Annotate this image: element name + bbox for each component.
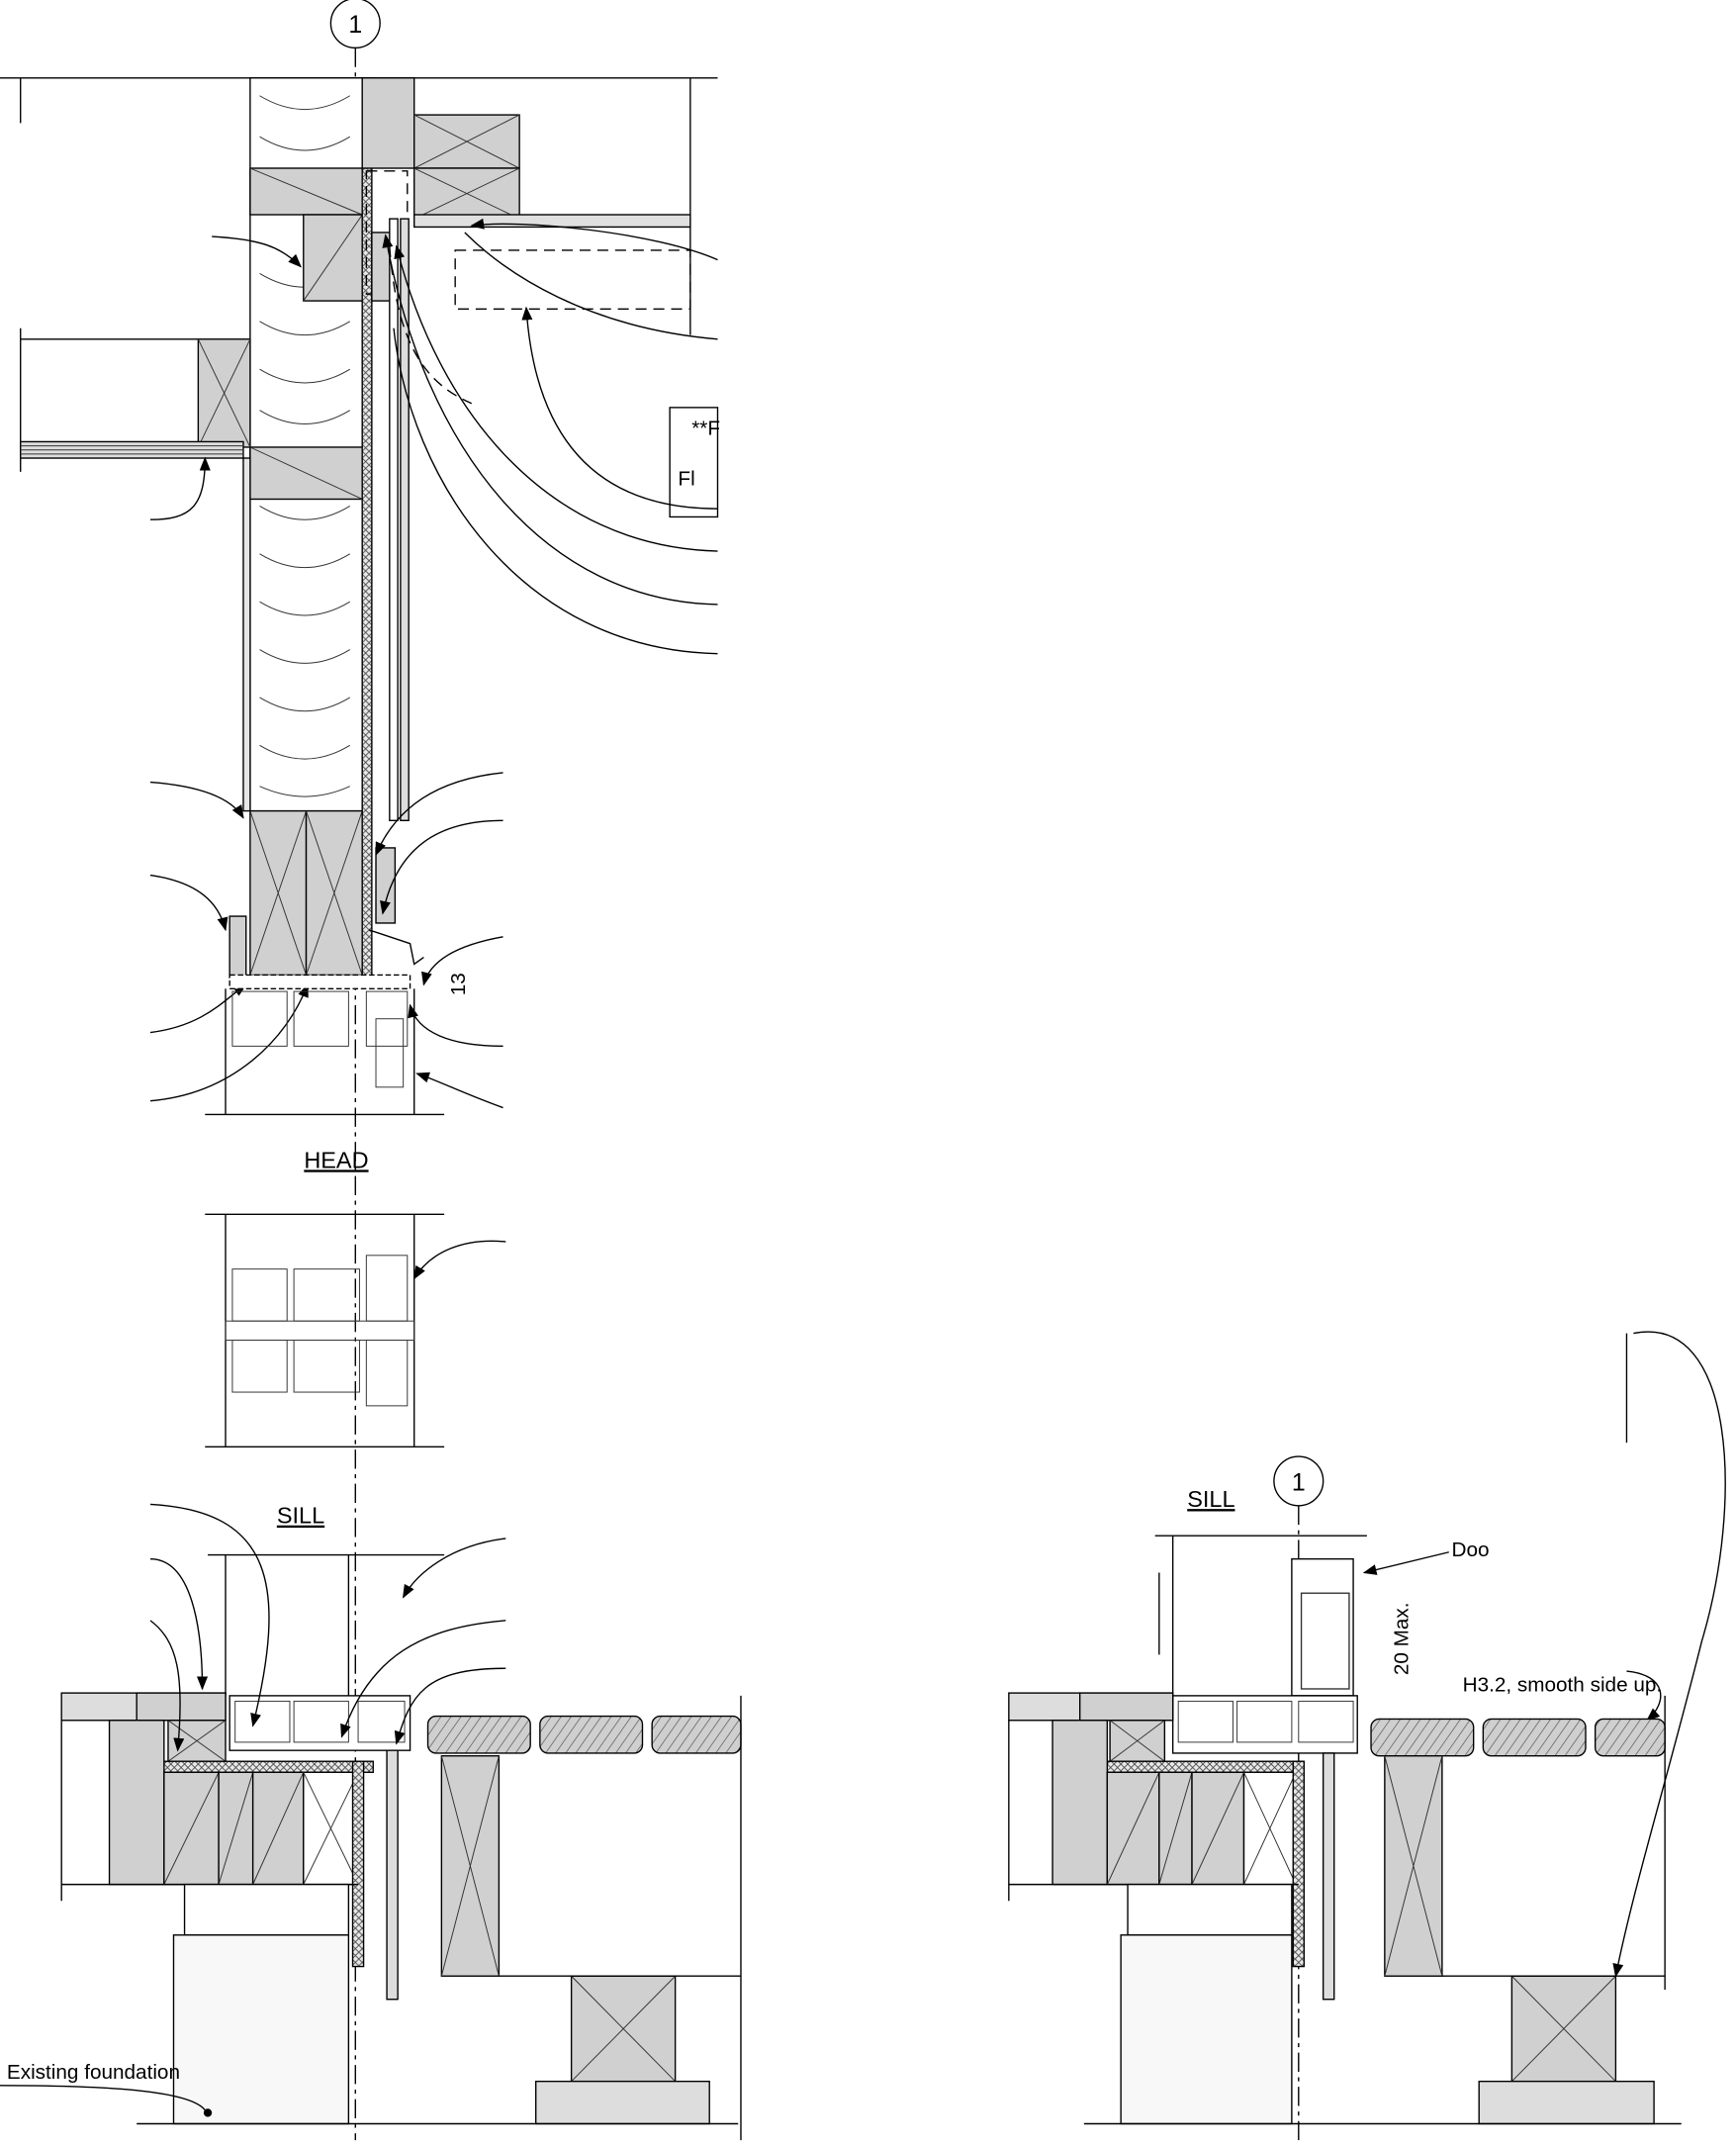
note-text: Fl — [678, 468, 694, 491]
grid-bubble-label: 1 — [348, 11, 362, 39]
sill-detail-right: 1 SILL Doo 20 Max. H3.2, smooth side up. — [1008, 1331, 1726, 2141]
window-section: SILL — [205, 1213, 506, 1529]
note-text: **F — [691, 418, 720, 440]
head-title: HEAD — [304, 1147, 368, 1172]
sill-dimension: 20 Max. — [1390, 1602, 1413, 1675]
door-note: Doo — [1452, 1539, 1490, 1561]
sill-title: SILL — [1187, 1486, 1234, 1512]
head-dimension: 13 — [447, 973, 470, 995]
foundation-note: Existing foundation — [7, 2061, 180, 2084]
head-detail: 1 — [0, 0, 720, 2141]
existing-foundation — [172, 1934, 350, 2125]
grid-bubble-label: 1 — [1292, 1469, 1306, 1497]
sill-title: SILL — [277, 1503, 324, 1529]
decking-note: H3.2, smooth side up. — [1463, 1674, 1663, 1697]
sill-detail-left: Existing foundation — [0, 1503, 742, 2141]
